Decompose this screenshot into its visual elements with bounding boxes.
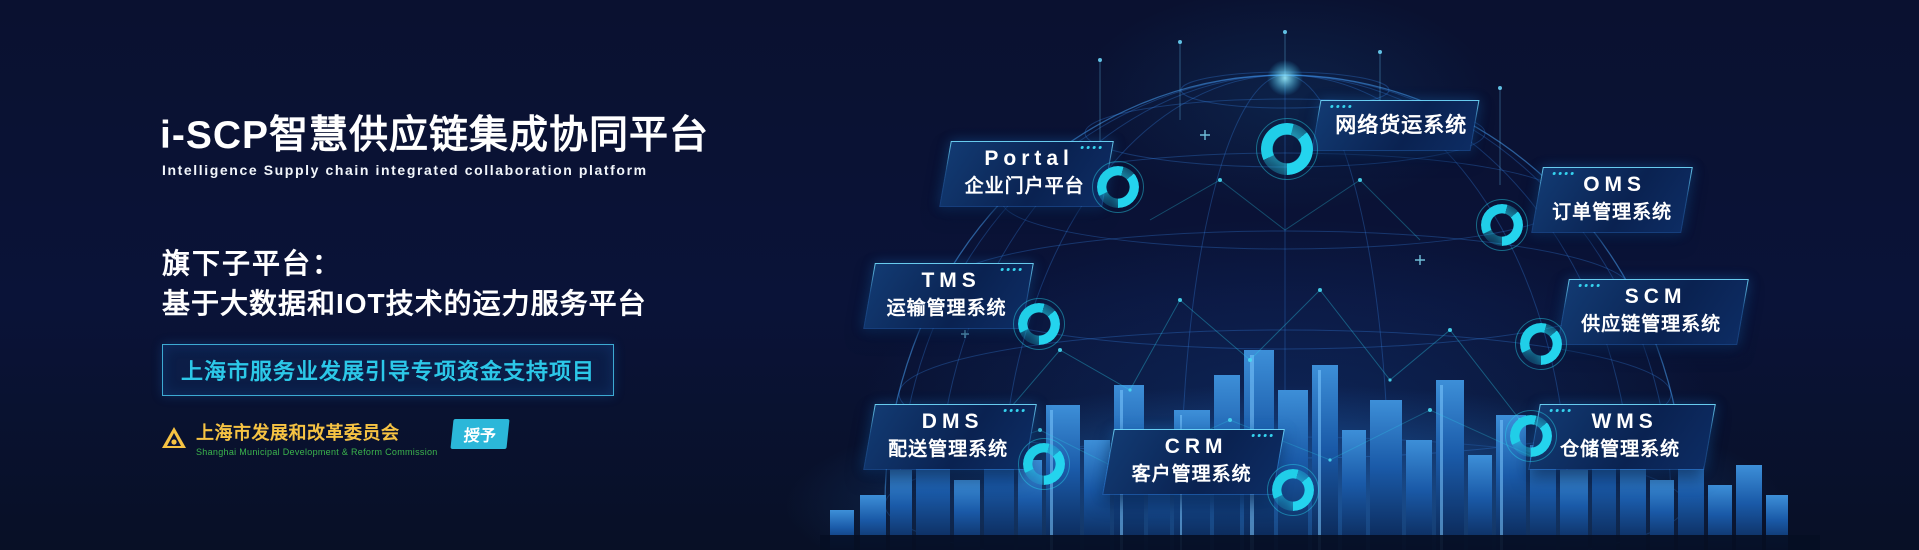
award-badge: 授予 — [450, 419, 510, 449]
page-title: i-SCP智慧供应链集成协同平台 — [160, 114, 710, 157]
system-label: 仓储管理系统 — [1560, 439, 1681, 460]
system-label: 运输管理系统 — [886, 298, 1007, 319]
portal-ring-icon — [1092, 161, 1144, 213]
city-base-shadow — [820, 535, 1820, 550]
apex-glow — [1267, 60, 1303, 96]
network-nodes — [998, 178, 1522, 462]
sub-platform-heading: 旗下子平台： — [162, 248, 343, 279]
dots-decoration-icon — [1578, 284, 1582, 287]
sub-platform-name: 基于大数据和IOT技术的运力服务平台 — [162, 288, 647, 319]
commission-name: 上海市发展和改革委员会 — [196, 423, 400, 443]
freight-ring-icon — [1256, 118, 1318, 180]
system-abbr: WMS — [1591, 410, 1658, 433]
system-abbr: TMS — [921, 269, 981, 292]
commission-row: 上海市发展和改革委员会 Shanghai Municipal Developme… — [160, 419, 510, 457]
system-badge-oms: OMS 订单管理系统 — [1531, 167, 1693, 233]
scm-ring-icon — [1515, 318, 1567, 370]
system-label: 订单管理系统 — [1552, 202, 1673, 223]
system-badge-dms: DMS 配送管理系统 — [863, 404, 1037, 470]
dots-decoration-icon — [1549, 409, 1553, 412]
system-abbr: CRM — [1164, 435, 1228, 458]
system-abbr: OMS — [1583, 173, 1647, 196]
commission-logo-icon — [162, 427, 186, 448]
system-label: 企业门户平台 — [964, 176, 1085, 197]
system-badge-tms: TMS 运输管理系统 — [863, 263, 1034, 329]
system-badge-freight: 网络货运系统 — [1311, 100, 1480, 151]
data-line-nodes — [1098, 30, 1502, 90]
wms-ring-icon — [1505, 410, 1557, 462]
system-label: 配送管理系统 — [888, 439, 1009, 460]
system-label: 网络货运系统 — [1335, 114, 1468, 137]
dms-ring-icon — [1018, 438, 1070, 490]
system-abbr: SCM — [1624, 285, 1687, 308]
crm-ring-icon — [1267, 464, 1319, 516]
oms-ring-icon — [1476, 199, 1528, 251]
system-abbr: Portal — [984, 147, 1074, 170]
system-badge-crm: CRM 客户管理系统 — [1102, 429, 1285, 495]
fund-project-box: 上海市服务业发展引导专项资金支持项目 — [162, 344, 615, 396]
system-badge-portal: Portal 企业门户平台 — [939, 141, 1114, 207]
commission-name-en: Shanghai Municipal Development & Reform … — [196, 447, 438, 457]
system-label: 客户管理系统 — [1131, 464, 1252, 485]
page-subtitle: Intelligence Supply chain integrated col… — [162, 162, 648, 178]
system-badge-scm: SCM 供应链管理系统 — [1557, 279, 1749, 345]
system-abbr: DMS — [921, 410, 984, 433]
system-label: 供应链管理系统 — [1581, 314, 1722, 335]
tms-ring-icon — [1013, 298, 1065, 350]
dots-decoration-icon — [1552, 172, 1556, 175]
